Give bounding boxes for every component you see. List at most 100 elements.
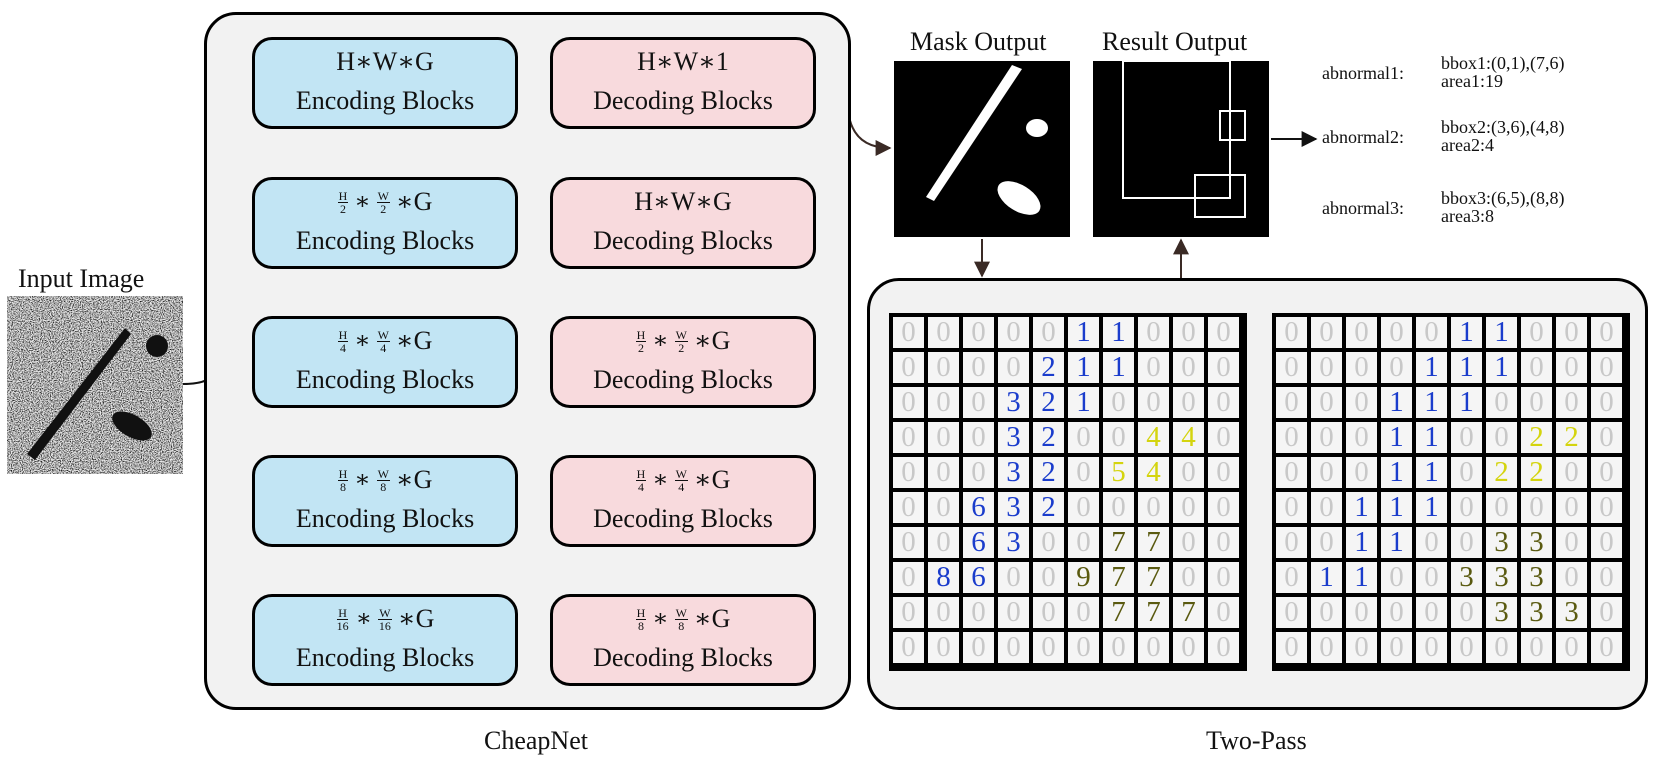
second-pass-cell: 2 <box>1521 422 1552 453</box>
block-name: Decoding Blocks <box>593 226 773 255</box>
second-pass-cell: 0 <box>1556 317 1587 348</box>
height-fraction-denominator: 4 <box>339 340 346 355</box>
abnormal-name-1: abnormal1: <box>1322 63 1404 83</box>
first-pass-cell: 1 <box>1103 317 1134 348</box>
first-pass-cell: 0 <box>928 492 959 523</box>
first-pass-cell: 0 <box>1068 492 1099 523</box>
first-pass-cell: 7 <box>1138 597 1169 628</box>
first-pass-cell: 0 <box>1068 527 1099 558</box>
second-pass-cell: 0 <box>1556 492 1587 523</box>
mask-output-image <box>894 61 1070 237</box>
first-pass-cell: 2 <box>1033 457 1064 488</box>
abnormal-name-2: abnormal2: <box>1322 127 1404 147</box>
first-pass-cell: 0 <box>1173 317 1204 348</box>
second-pass-cell: 2 <box>1556 422 1587 453</box>
second-pass-cell: 1 <box>1416 457 1447 488</box>
first-pass-cell: 3 <box>998 387 1029 418</box>
width-fraction-numerator: W <box>378 605 392 620</box>
second-pass-cell: 0 <box>1416 632 1447 663</box>
first-pass-cell: 0 <box>963 387 994 418</box>
first-pass-cell: 6 <box>963 527 994 558</box>
two-pass-caption: Two-Pass <box>1206 726 1307 755</box>
first-pass-cell: 0 <box>893 422 924 453</box>
result-output-image <box>1093 60 1269 237</box>
height-fraction-numerator: H <box>635 605 647 620</box>
second-pass-cell: 0 <box>1591 527 1622 558</box>
second-pass-cell: 1 <box>1381 387 1412 418</box>
block-dimension: H∗W∗G <box>553 180 813 224</box>
second-pass-cell: 1 <box>1486 317 1517 348</box>
second-pass-cell: 1 <box>1381 457 1412 488</box>
height-fraction-denominator: 16 <box>336 618 349 633</box>
abnormal-bbox-2: bbox2:(3,6),(4,8) <box>1441 117 1565 137</box>
times-symbol: ∗ <box>652 467 669 493</box>
first-pass-cell: 6 <box>963 492 994 523</box>
height-fraction-denominator: 4 <box>637 479 644 494</box>
abnormal-area-1: area1:19 <box>1441 71 1503 91</box>
first-pass-cell: 0 <box>928 387 959 418</box>
abnormal-area-3: area3:8 <box>1441 206 1494 226</box>
width-fraction-denominator: 2 <box>678 340 685 355</box>
second-pass-cell: 0 <box>1521 317 1552 348</box>
first-pass-cell: 0 <box>1173 527 1204 558</box>
second-pass-cell: 3 <box>1451 562 1482 593</box>
times-symbol: ∗ <box>354 328 371 354</box>
width-fraction-numerator: W <box>674 466 688 481</box>
second-pass-cell: 0 <box>1451 422 1482 453</box>
first-pass-cell: 4 <box>1138 422 1169 453</box>
first-pass-cell: 0 <box>1208 632 1239 663</box>
first-pass-cell: 4 <box>1173 422 1204 453</box>
first-pass-cell: 0 <box>893 562 924 593</box>
block-dimension: H∗W∗1 <box>553 40 813 84</box>
second-pass-cell: 0 <box>1311 492 1342 523</box>
first-pass-cell: 7 <box>1103 562 1134 593</box>
width-fraction-denominator: 8 <box>380 479 387 494</box>
width-fraction-denominator: 16 <box>378 618 391 633</box>
second-pass-cell: 0 <box>1451 492 1482 523</box>
second-pass-cell: 0 <box>1311 352 1342 383</box>
first-pass-cell: 0 <box>998 597 1029 628</box>
first-pass-cell: 3 <box>998 422 1029 453</box>
first-pass-cell: 0 <box>1033 317 1064 348</box>
second-pass-cell: 0 <box>1556 387 1587 418</box>
width-fraction-denominator: 4 <box>678 479 685 494</box>
noisy-input-picture <box>7 296 183 474</box>
second-pass-cell: 0 <box>1346 632 1377 663</box>
second-pass-cell: 1 <box>1381 492 1412 523</box>
second-pass-cell: 0 <box>1276 352 1307 383</box>
first-pass-cell: 0 <box>1208 422 1239 453</box>
input-image <box>7 296 183 474</box>
first-pass-cell: 0 <box>1103 492 1134 523</box>
second-pass-cell: 0 <box>1311 317 1342 348</box>
first-pass-cell: 0 <box>928 422 959 453</box>
second-pass-cell: 1 <box>1381 422 1412 453</box>
second-pass-cell: 3 <box>1486 597 1517 628</box>
second-pass-cell: 0 <box>1346 457 1377 488</box>
second-pass-cell: 0 <box>1591 387 1622 418</box>
first-pass-cell: 0 <box>893 597 924 628</box>
second-pass-cell: 0 <box>1346 317 1377 348</box>
first-pass-cell: 6 <box>963 562 994 593</box>
first-pass-cell: 0 <box>963 457 994 488</box>
second-pass-cell: 1 <box>1416 387 1447 418</box>
second-pass-cell: 3 <box>1521 562 1552 593</box>
first-pass-cell: 3 <box>998 492 1029 523</box>
first-pass-cell: 0 <box>1173 457 1204 488</box>
first-pass-cell: 0 <box>1138 632 1169 663</box>
second-pass-cell: 0 <box>1591 317 1622 348</box>
first-pass-cell: 0 <box>1103 632 1134 663</box>
first-pass-cell: 2 <box>1033 492 1064 523</box>
second-pass-cell: 0 <box>1451 457 1482 488</box>
second-pass-cell: 0 <box>1276 632 1307 663</box>
first-pass-cell: 0 <box>928 317 959 348</box>
second-pass-cell: 1 <box>1451 352 1482 383</box>
first-pass-cell: 0 <box>1173 492 1204 523</box>
